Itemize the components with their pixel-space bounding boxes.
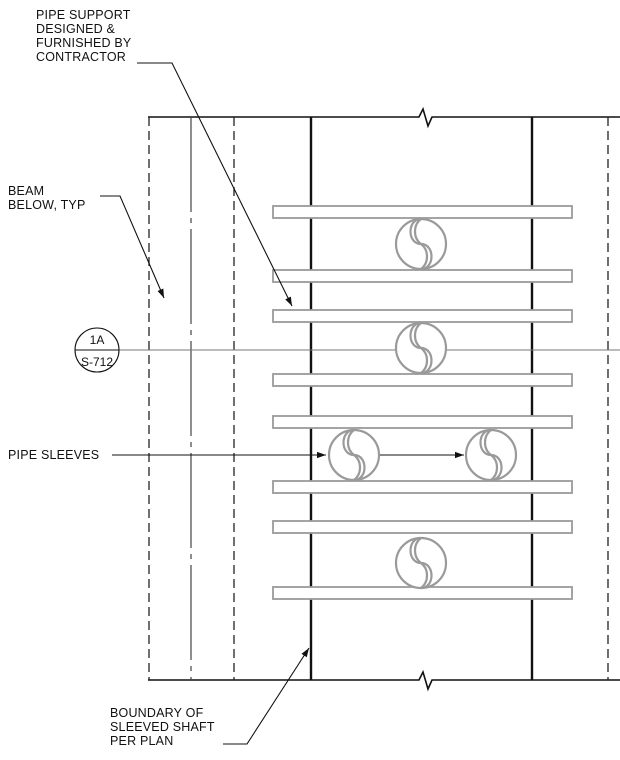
beam-below-note: BEAM BELOW, TYP: [8, 184, 86, 212]
section-tag-number: 1A: [90, 333, 105, 347]
pipe-support-note-line: CONTRACTOR: [36, 50, 126, 64]
pipe-support-bars: [272, 205, 573, 600]
pipe-support-bar: [272, 205, 573, 219]
bottom-break-line: [148, 669, 620, 692]
pipe-sleeves-note-line: PIPE SLEEVES: [8, 448, 100, 462]
pipe-sleeve: [464, 428, 518, 482]
pipe-sleeve: [394, 321, 448, 375]
pipe-sleeves-note: PIPE SLEEVES: [8, 448, 99, 462]
pipe-support-bar: [272, 309, 573, 323]
pipe-support-note-line: FURNISHED BY: [36, 36, 132, 50]
beam-below-note-line: BELOW, TYP: [8, 198, 86, 212]
pipe-sleeve: [394, 536, 448, 590]
pipe-support-bar: [272, 415, 573, 429]
pipe-support-bar: [272, 480, 573, 494]
pipe-sleeve: [327, 428, 381, 482]
pipe-support-note-line: PIPE SUPPORT: [36, 8, 131, 22]
pipe-sleeves: [327, 217, 518, 590]
boundary-note-line: PER PLAN: [110, 734, 174, 748]
pipe-support-leader: [137, 62, 293, 307]
boundary-note: BOUNDARY OF SLEEVED SHAFT PER PLAN: [110, 706, 215, 748]
beam-below-note-line: BEAM: [8, 184, 45, 198]
pipe-support-bar: [272, 269, 573, 283]
pipe-support-bar: [272, 520, 573, 534]
top-break-line: [148, 106, 620, 129]
boundary-note-line: SLEEVED SHAFT: [110, 720, 215, 734]
pipe-support-bar: [272, 373, 573, 387]
boundary-leader: [223, 647, 310, 745]
beam-below-leader: [100, 195, 165, 299]
pipe-sleeve: [394, 217, 448, 271]
boundary-note-line: BOUNDARY OF: [110, 706, 204, 720]
section-tag-sheet: S-712: [81, 355, 113, 369]
pipe-support-note-line: DESIGNED &: [36, 22, 116, 36]
pipe-support-note: PIPE SUPPORT DESIGNED & FURNISHED BY CON…: [36, 8, 131, 64]
section-tag[interactable]: 1A S-712: [74, 327, 120, 373]
